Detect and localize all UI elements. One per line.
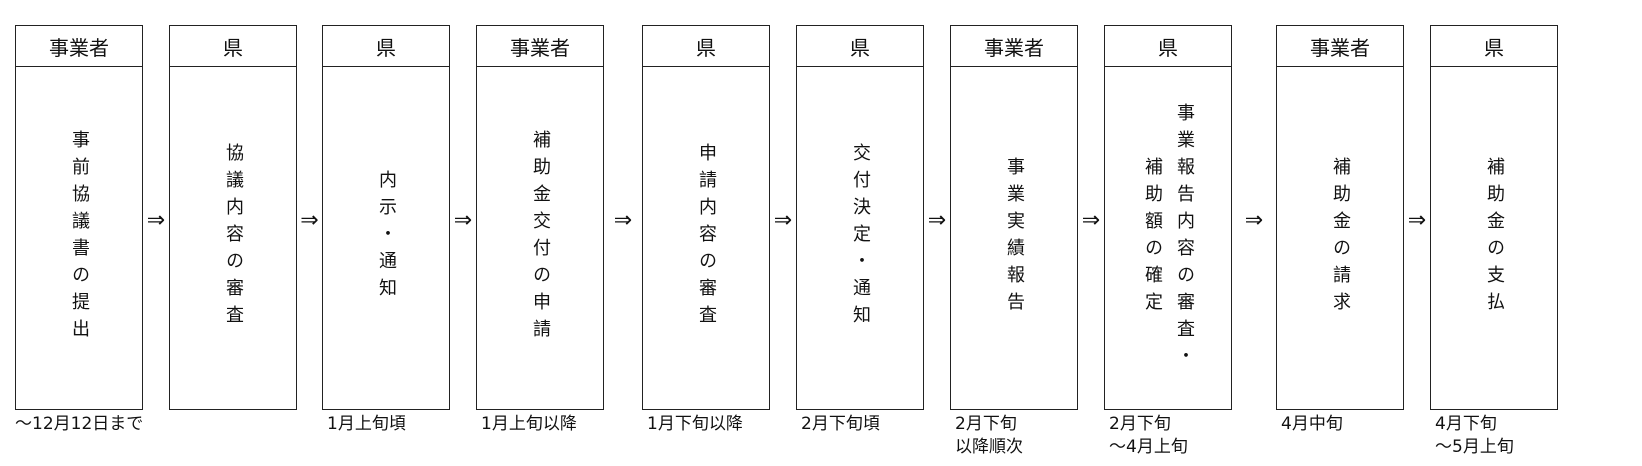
step-actor: 事業者 <box>951 26 1077 67</box>
step-action-text: 内示・通知 <box>376 170 397 305</box>
flow-arrow-icon: ⇒ <box>1244 208 1264 233</box>
step-box-5: 県申請内容の審査 <box>642 25 770 410</box>
step-box-9: 事業者補助金の請求 <box>1276 25 1404 410</box>
flow-arrow-icon: ⇒ <box>773 208 793 233</box>
step-action: 補助金交付の申請 <box>477 66 603 409</box>
step-action-text: 補助金交付の申請 <box>530 129 551 346</box>
flow-arrow-icon: ⇒ <box>146 208 166 233</box>
step-date: ～12月12日まで <box>15 414 144 434</box>
step-actor: 事業者 <box>477 26 603 67</box>
step-actor: 県 <box>1431 26 1557 67</box>
step-actor: 県 <box>170 26 296 67</box>
step-box-2: 県協議内容の審査 <box>169 25 297 410</box>
step-date: 2月下旬 以降順次 <box>955 414 1023 457</box>
step-action-text: 申請内容の審査 <box>696 143 717 332</box>
step-actor: 県 <box>1105 26 1231 67</box>
step-box-1: 事業者事前協議書の提出 <box>15 25 143 410</box>
step-date: 4月中旬 <box>1281 414 1343 434</box>
step-action-text: 事前協議書の提出 <box>69 129 90 346</box>
step-action: 協議内容の審査 <box>170 66 296 409</box>
step-box-10: 県補助金の支払 <box>1430 25 1558 410</box>
step-date: 2月下旬頃 <box>801 414 880 434</box>
step-action-text: 協議内容の審査 <box>223 143 244 332</box>
step-action: 申請内容の審査 <box>643 66 769 409</box>
step-action: 事業実績報告 <box>951 66 1077 409</box>
step-date: 1月上旬以降 <box>481 414 577 434</box>
step-action: 補助金の請求 <box>1277 66 1403 409</box>
flow-arrow-icon: ⇒ <box>927 208 947 233</box>
flow-arrow-icon: ⇒ <box>300 208 319 233</box>
step-box-8: 県事業報告内容の審査・補助額の確定 <box>1104 25 1232 410</box>
flow-arrow-icon: ⇒ <box>453 208 473 233</box>
step-date: 4月下旬 ～5月上旬 <box>1435 414 1514 457</box>
step-action: 補助金の支払 <box>1431 66 1557 409</box>
step-action: 事業報告内容の審査・補助額の確定 <box>1105 66 1231 409</box>
step-actor: 事業者 <box>1277 26 1403 67</box>
step-box-6: 県交付決定・通知 <box>796 25 924 410</box>
step-date: 1月下旬以降 <box>647 414 743 434</box>
step-box-4: 事業者補助金交付の申請 <box>476 25 604 410</box>
step-box-7: 事業者事業実績報告 <box>950 25 1078 410</box>
step-actor: 県 <box>323 26 449 67</box>
step-action-text: 事業実績報告 <box>1004 156 1025 319</box>
step-actor: 事業者 <box>16 26 142 67</box>
step-action: 交付決定・通知 <box>797 66 923 409</box>
step-date: 1月上旬頃 <box>327 414 406 434</box>
step-date: 2月下旬 ～4月上旬 <box>1109 414 1188 457</box>
step-action-text: 交付決定・通知 <box>850 143 871 332</box>
step-actor: 県 <box>643 26 769 67</box>
step-actor: 県 <box>797 26 923 67</box>
step-box-3: 県内示・通知 <box>322 25 450 410</box>
flow-arrow-icon: ⇒ <box>613 208 633 233</box>
step-action: 内示・通知 <box>323 66 449 409</box>
step-action-text: 事業報告内容の審査・ <box>1174 102 1195 373</box>
step-action-text: 補助金の請求 <box>1330 156 1351 319</box>
step-action-text: 補助金の支払 <box>1484 156 1505 319</box>
step-action: 事前協議書の提出 <box>16 66 142 409</box>
flow-arrow-icon: ⇒ <box>1081 208 1101 233</box>
step-action-text: 補助額の確定 <box>1142 156 1163 319</box>
flow-arrow-icon: ⇒ <box>1407 208 1427 233</box>
